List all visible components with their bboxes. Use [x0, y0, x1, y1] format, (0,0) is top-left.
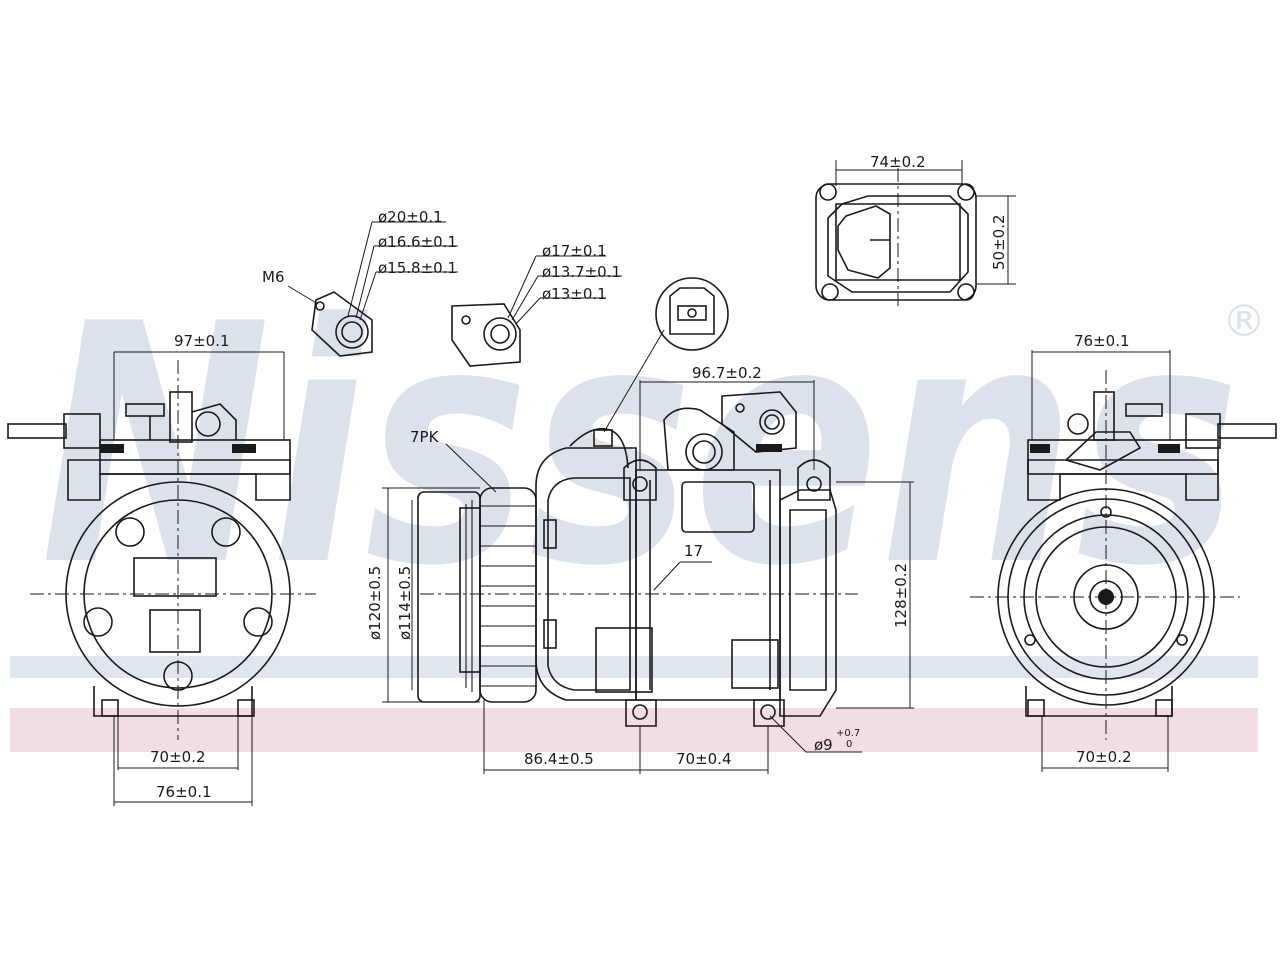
dim-pulley-dia: ø120±0.5 [366, 566, 384, 640]
dim-flange-width: 74±0.2 [870, 153, 926, 171]
label-hole-dia: ø9 [814, 736, 833, 754]
registered-mark: ® [1222, 296, 1266, 347]
flange-detail [815, 160, 1016, 306]
dim-side-top: 96.7±0.2 [692, 364, 762, 382]
dim-pulley-inner: ø114±0.5 [396, 566, 414, 640]
dim-side-86: 86.4±0.5 [524, 750, 594, 768]
side-view [382, 380, 914, 774]
port1-dia-outer: ø20±0.1 [378, 208, 443, 226]
label-7pk: 7PK [410, 428, 440, 446]
port2-dia-inner: ø13±0.1 [542, 285, 607, 303]
dim-left-bottom-76: 76±0.1 [156, 783, 212, 801]
port1-dia-mid: ø16.6±0.1 [378, 233, 457, 251]
dim-right-top: 76±0.1 [1074, 332, 1130, 350]
left-front-view [7, 351, 316, 806]
dim-body-height: 128±0.2 [892, 563, 910, 628]
dim-flange-height: 50±0.2 [990, 214, 1008, 270]
port2-dia-mid: ø13.7±0.1 [542, 263, 621, 281]
label-part-17: 17 [684, 542, 703, 560]
right-pulley-view [970, 350, 1277, 772]
dim-side-70: 70±0.4 [676, 750, 732, 768]
dim-left-bottom-70: 70±0.2 [150, 748, 206, 766]
dim-right-bottom: 70±0.2 [1076, 748, 1132, 766]
port1-detail [287, 221, 458, 357]
port1-dia-inner: ø15.8±0.1 [378, 259, 457, 277]
label-m6: M6 [262, 268, 285, 286]
label-hole-tol-lower: 0 [846, 739, 852, 750]
label-hole-tol-upper: +0.7 [836, 728, 860, 739]
dim-left-top: 97±0.1 [174, 332, 230, 350]
connector-detail [603, 277, 729, 433]
port2-detail [451, 255, 622, 367]
watermark-blue-band [10, 656, 1258, 678]
port2-dia-outer: ø17±0.1 [542, 242, 607, 260]
